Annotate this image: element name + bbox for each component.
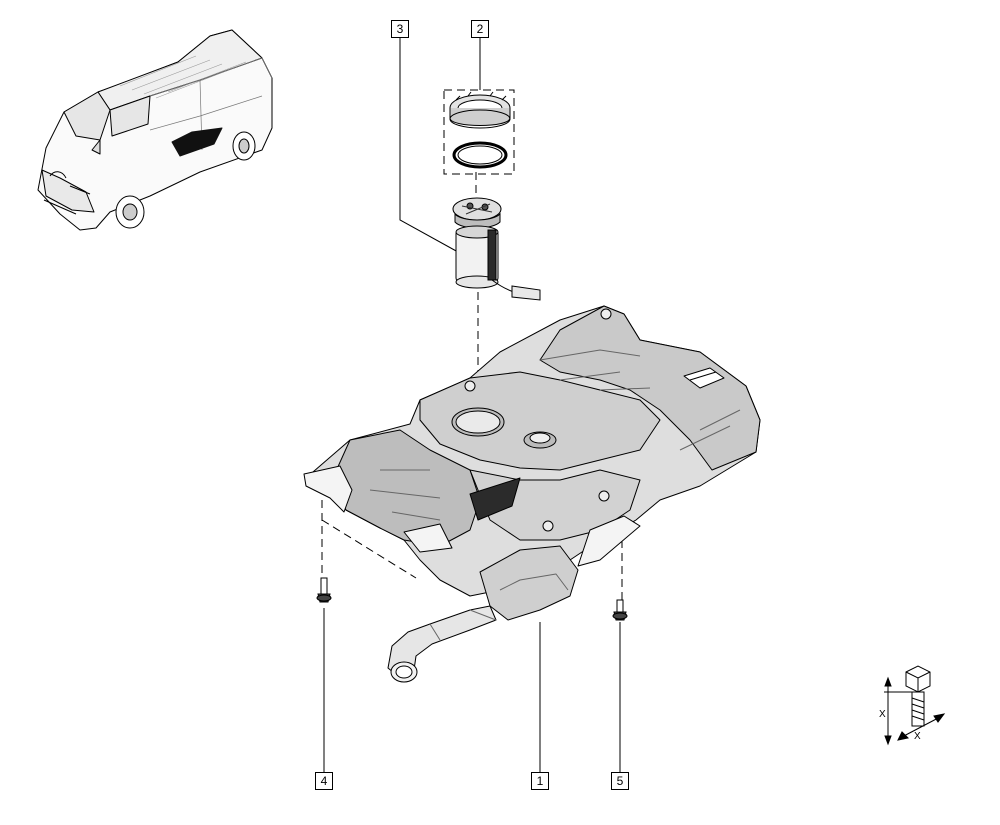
van-locator-illustration (37, 29, 273, 231)
callout-part-3: 3 (391, 20, 409, 38)
callout-part-4: 4 (315, 772, 333, 790)
callout-part-2: 2 (471, 20, 489, 38)
part-1-fuel-tank (303, 305, 761, 683)
callout-part-1: 1 (531, 772, 549, 790)
part-4-mounting-bolt (316, 577, 332, 603)
part-3-fuel-pump-sender-unit (452, 197, 541, 301)
dashed-assembly-lines (321, 89, 623, 600)
fastener-dimension-legend (884, 665, 946, 746)
part-2-locking-ring-and-seal (449, 91, 511, 169)
callout-part-5: 5 (611, 772, 629, 790)
dimension-label-vertical: X (879, 709, 886, 720)
van-highlight-tank (171, 127, 223, 157)
leader-lines (323, 38, 621, 772)
dimension-label-horizontal: X (914, 731, 921, 742)
part-5-mounting-bolt (612, 599, 628, 621)
part-3-connector (511, 285, 541, 301)
